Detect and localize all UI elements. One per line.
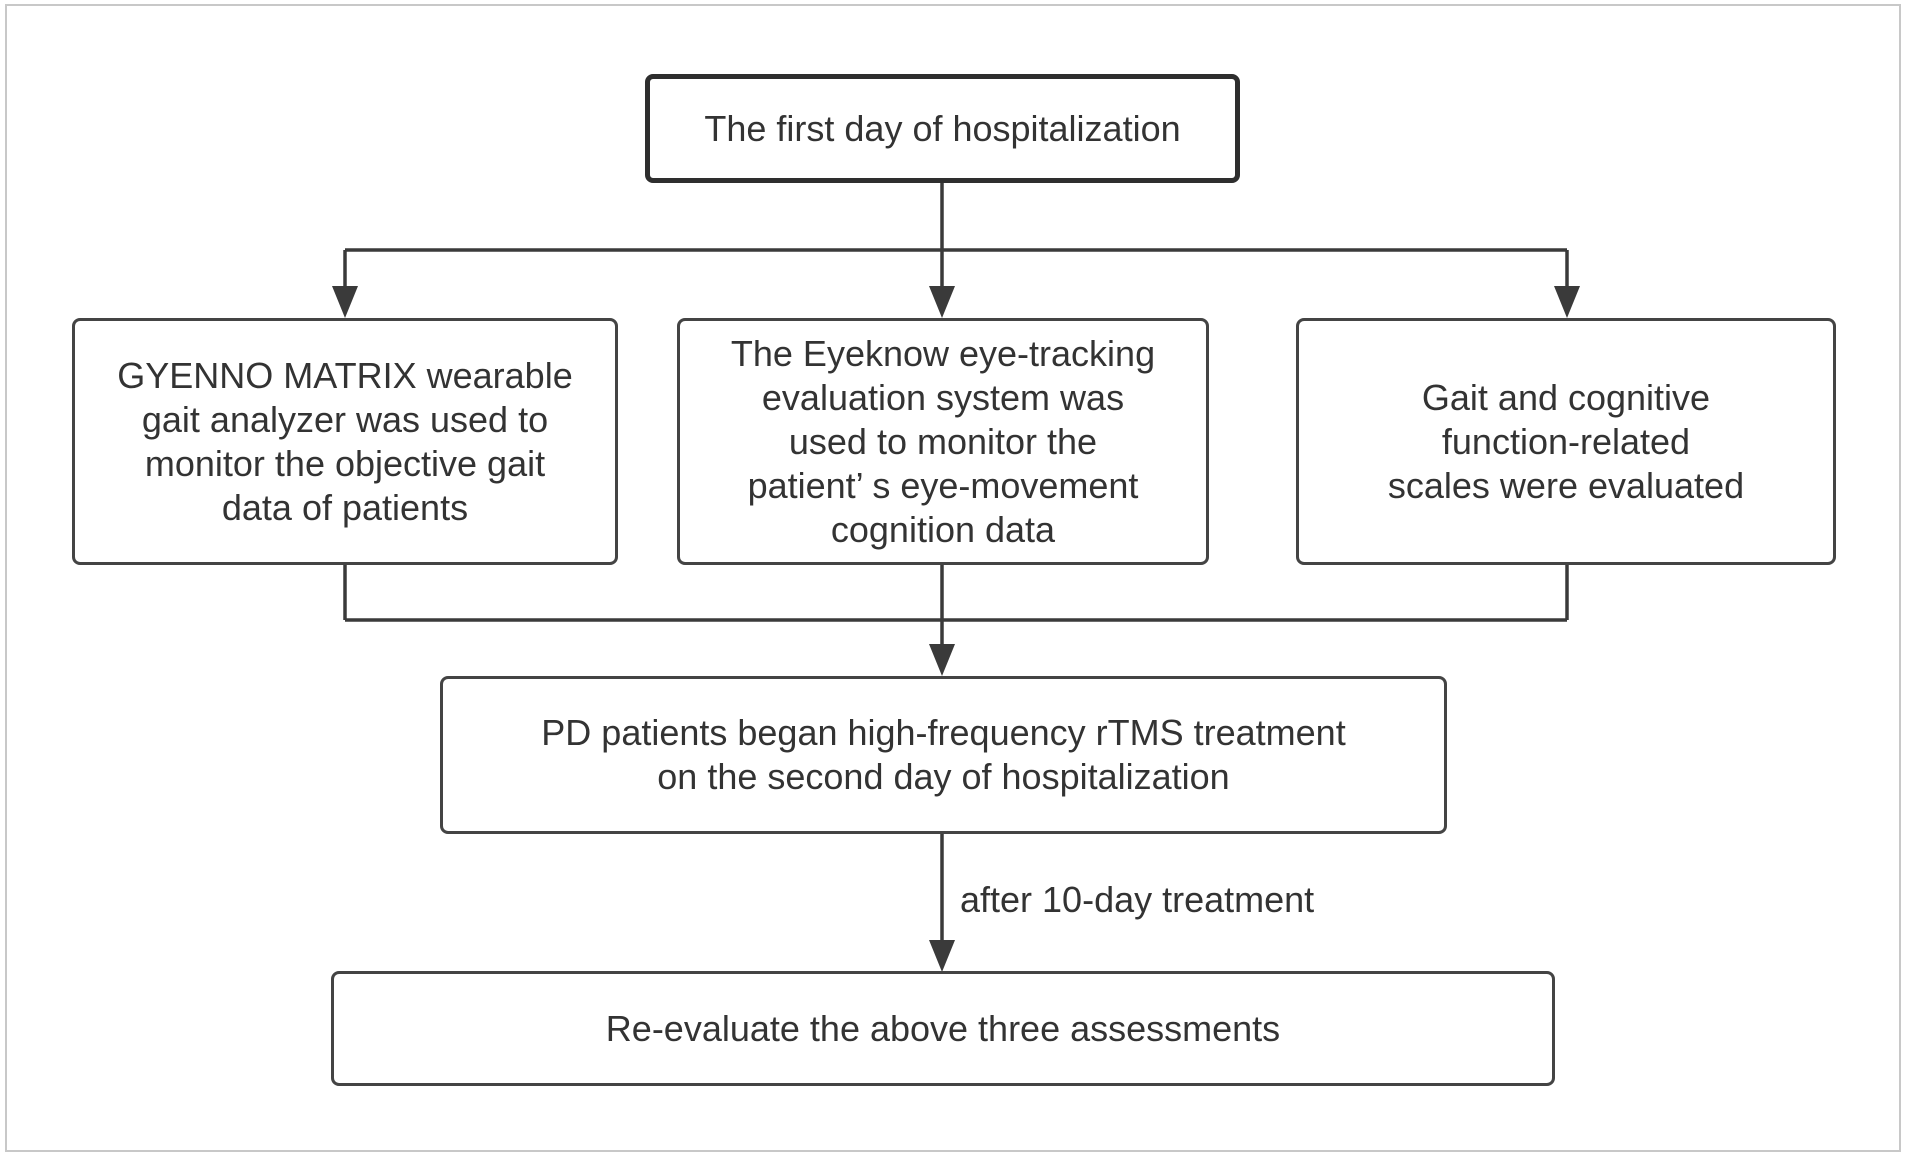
arrowhead-left-top — [332, 286, 358, 318]
node-re-evaluate: Re-evaluate the above three assessments — [331, 971, 1555, 1086]
node-first-day: The first day of hospitalization — [645, 74, 1240, 183]
node-rtms-treatment: PD patients began high-frequency rTMS tr… — [440, 676, 1447, 834]
arrowhead-to-rtms — [929, 644, 955, 676]
arrowhead-right-top — [1554, 286, 1580, 318]
node-first-day-label: The first day of hospitalization — [704, 107, 1181, 149]
node-eye-tracking-label: The Eyeknow eye-tracking evaluation syst… — [730, 332, 1156, 550]
arrowhead-center-top — [929, 286, 955, 318]
node-scales: Gait and cognitive function-related scal… — [1296, 318, 1836, 565]
node-scales-label: Gait and cognitive function-related scal… — [1387, 376, 1745, 506]
node-eye-tracking: The Eyeknow eye-tracking evaluation syst… — [677, 318, 1209, 565]
node-gait-analyzer-label: GYENNO MATRIX wearable gait analyzer was… — [117, 354, 573, 528]
edge-label-treatment-duration: after 10-day treatment — [960, 879, 1315, 920]
arrowhead-to-reevaluate — [929, 940, 955, 972]
node-gait-analyzer: GYENNO MATRIX wearable gait analyzer was… — [72, 318, 618, 565]
node-rtms-treatment-label: PD patients began high-frequency rTMS tr… — [541, 712, 1346, 797]
node-re-evaluate-label: Re-evaluate the above three assessments — [605, 1007, 1281, 1049]
diagram-frame — [5, 4, 1901, 1152]
